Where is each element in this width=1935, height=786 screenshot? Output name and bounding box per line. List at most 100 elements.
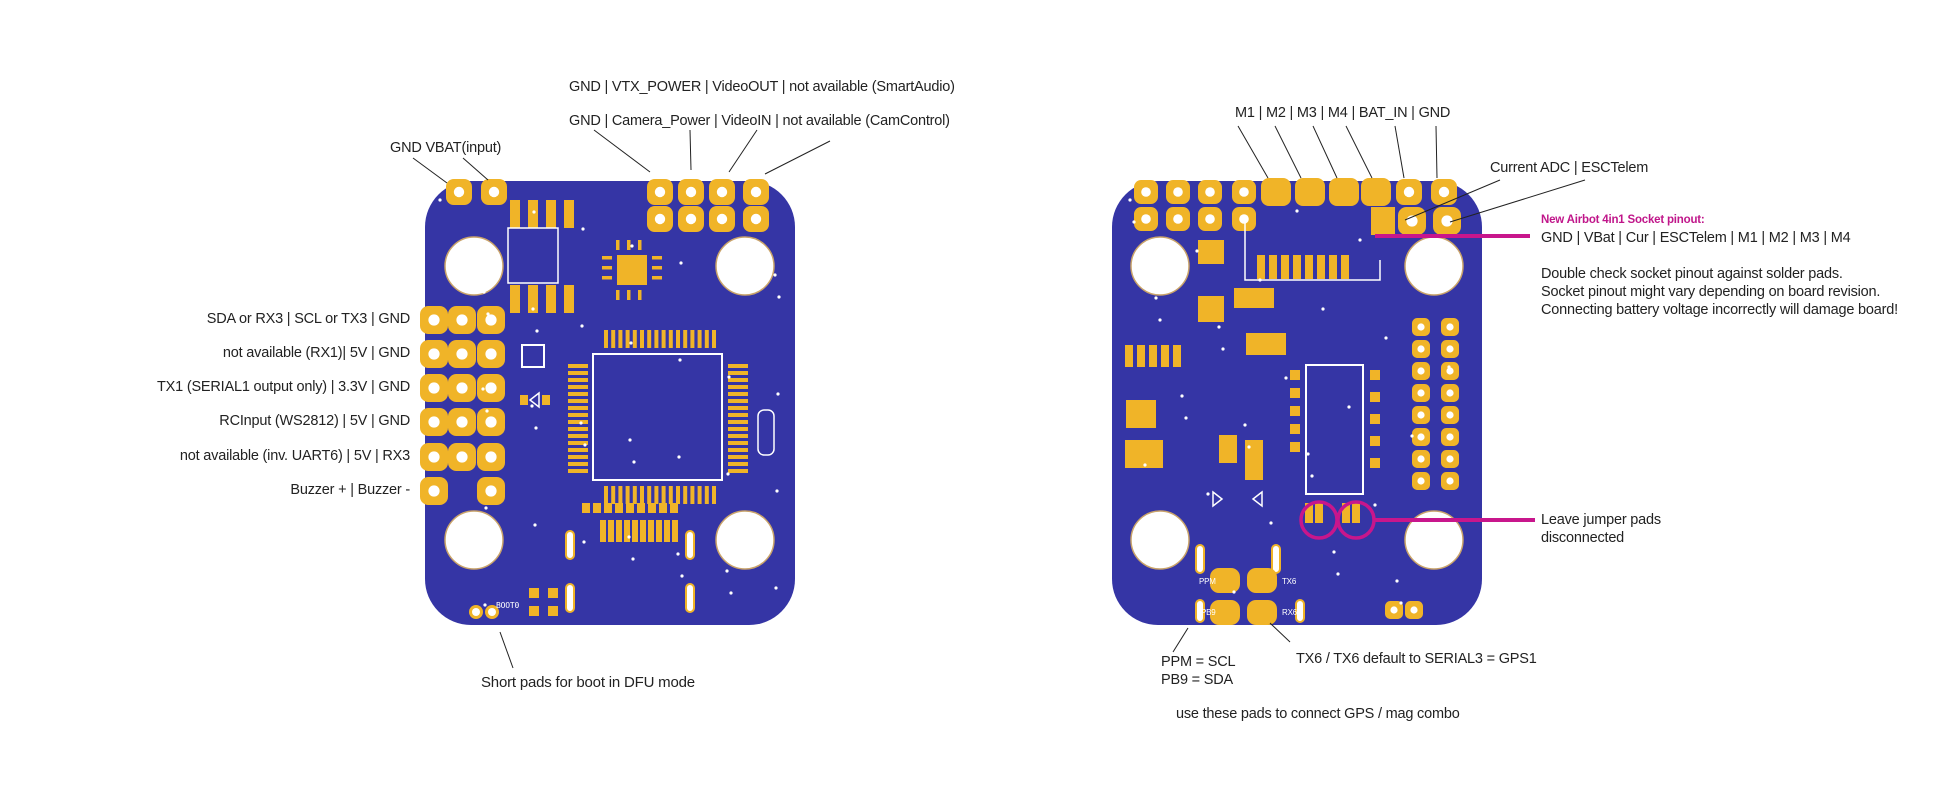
smd-pad: [602, 276, 612, 280]
rx6-silkscreen: RX6: [1282, 608, 1297, 617]
pad-hole: [1446, 323, 1454, 331]
pad-hole: [456, 382, 468, 394]
via: [1425, 289, 1429, 293]
mcu-outline: [592, 353, 723, 481]
via: [530, 404, 534, 408]
smd-pad: [611, 486, 616, 504]
via: [777, 295, 781, 299]
pad-hole: [456, 314, 468, 326]
via: [1306, 452, 1310, 456]
via: [579, 421, 583, 425]
via: [676, 552, 680, 556]
smd-pad: [672, 520, 678, 542]
smd-pad: [568, 434, 588, 438]
smd-pad: [659, 503, 667, 513]
pad-hole: [456, 348, 468, 360]
smd-pad: [648, 503, 656, 513]
pad-hole: [485, 314, 497, 326]
via: [1243, 423, 1247, 427]
gps-pad: [1210, 600, 1240, 625]
smd-pad: [640, 330, 644, 348]
diode-mark: [528, 391, 540, 409]
via: [484, 506, 488, 510]
via: [1336, 572, 1340, 576]
smd-pad: [632, 486, 637, 504]
mounting-hole: [715, 510, 775, 570]
motor-pads-label: M1 | M2 | M3 | M4 | BAT_IN | GND: [1235, 105, 1451, 121]
pad-hole: [750, 186, 762, 198]
via: [1154, 296, 1158, 300]
via: [1158, 318, 1162, 322]
left-board-top-side: [420, 179, 795, 625]
smd-pad: [617, 255, 647, 285]
smd-pad: [1198, 240, 1224, 264]
via: [531, 307, 535, 311]
smd-pad: [608, 520, 614, 542]
smd-pad: [640, 520, 646, 542]
via: [1310, 474, 1314, 478]
smd-pad: [618, 330, 623, 348]
pb9-silkscreen: PB9: [1201, 608, 1216, 617]
smd-pad: [690, 330, 695, 348]
via: [630, 244, 634, 248]
smd-pad: [564, 200, 574, 228]
via: [678, 358, 682, 362]
smd-pad: [697, 486, 702, 504]
pad-hole: [1417, 367, 1425, 375]
pad-hole: [428, 382, 440, 394]
slot: [1195, 544, 1205, 574]
mounting-hole: [444, 510, 504, 570]
motor-pad: [1261, 178, 1291, 206]
pad-hole: [485, 416, 497, 428]
smd-pad: [647, 486, 652, 504]
pad-hole: [1417, 411, 1425, 419]
socket-title: New Airbot 4in1 Socket pinout:: [1541, 214, 1705, 226]
pad-hole: [1417, 323, 1425, 331]
pad-hole: [485, 485, 497, 497]
smd-pad: [604, 486, 608, 504]
pad-hole: [716, 213, 728, 225]
smd-pad: [615, 503, 623, 513]
via: [1180, 394, 1184, 398]
pad-hole: [1446, 389, 1454, 397]
side-label-6: Buzzer + | Buzzer -: [290, 482, 410, 498]
smd-pad: [1370, 414, 1380, 424]
pad-hole: [1417, 389, 1425, 397]
pad-hole: [456, 451, 468, 463]
boot-note: Short pads for boot in DFU mode: [481, 674, 695, 691]
pad-hole: [1446, 411, 1454, 419]
smd-pad: [1290, 406, 1300, 416]
smd-pad: [510, 200, 520, 228]
via: [1436, 532, 1440, 536]
via: [773, 273, 777, 277]
smd-pad: [1125, 345, 1133, 367]
gps-pad: [1247, 600, 1277, 625]
pad-hole: [716, 186, 728, 198]
diode-mark: [1251, 490, 1263, 508]
i2c-note-line-1: PPM = SCL: [1161, 654, 1236, 670]
smd-pad: [728, 455, 748, 459]
smd-pad: [1219, 435, 1237, 463]
smd-pad: [568, 427, 588, 431]
smd-pad: [728, 434, 748, 438]
smd-pad: [728, 392, 748, 396]
smd-pad: [625, 486, 630, 504]
pad-hole: [488, 186, 500, 198]
via: [1384, 336, 1388, 340]
smd-pad: [1341, 255, 1349, 279]
via: [1347, 405, 1351, 409]
smd-pad: [728, 399, 748, 403]
via: [1184, 416, 1188, 420]
via: [1410, 434, 1414, 438]
via: [1269, 521, 1273, 525]
smd-pad: [542, 395, 550, 405]
mounting-hole: [1404, 510, 1464, 570]
smd-pad: [728, 420, 748, 424]
pad-hole: [1239, 187, 1249, 197]
smd-pad: [728, 462, 748, 466]
smd-pad: [637, 503, 645, 513]
power-input-label: GND VBAT(input): [390, 140, 502, 156]
jumper-note-line-1: Leave jumper pads: [1541, 512, 1661, 528]
via: [582, 540, 586, 544]
